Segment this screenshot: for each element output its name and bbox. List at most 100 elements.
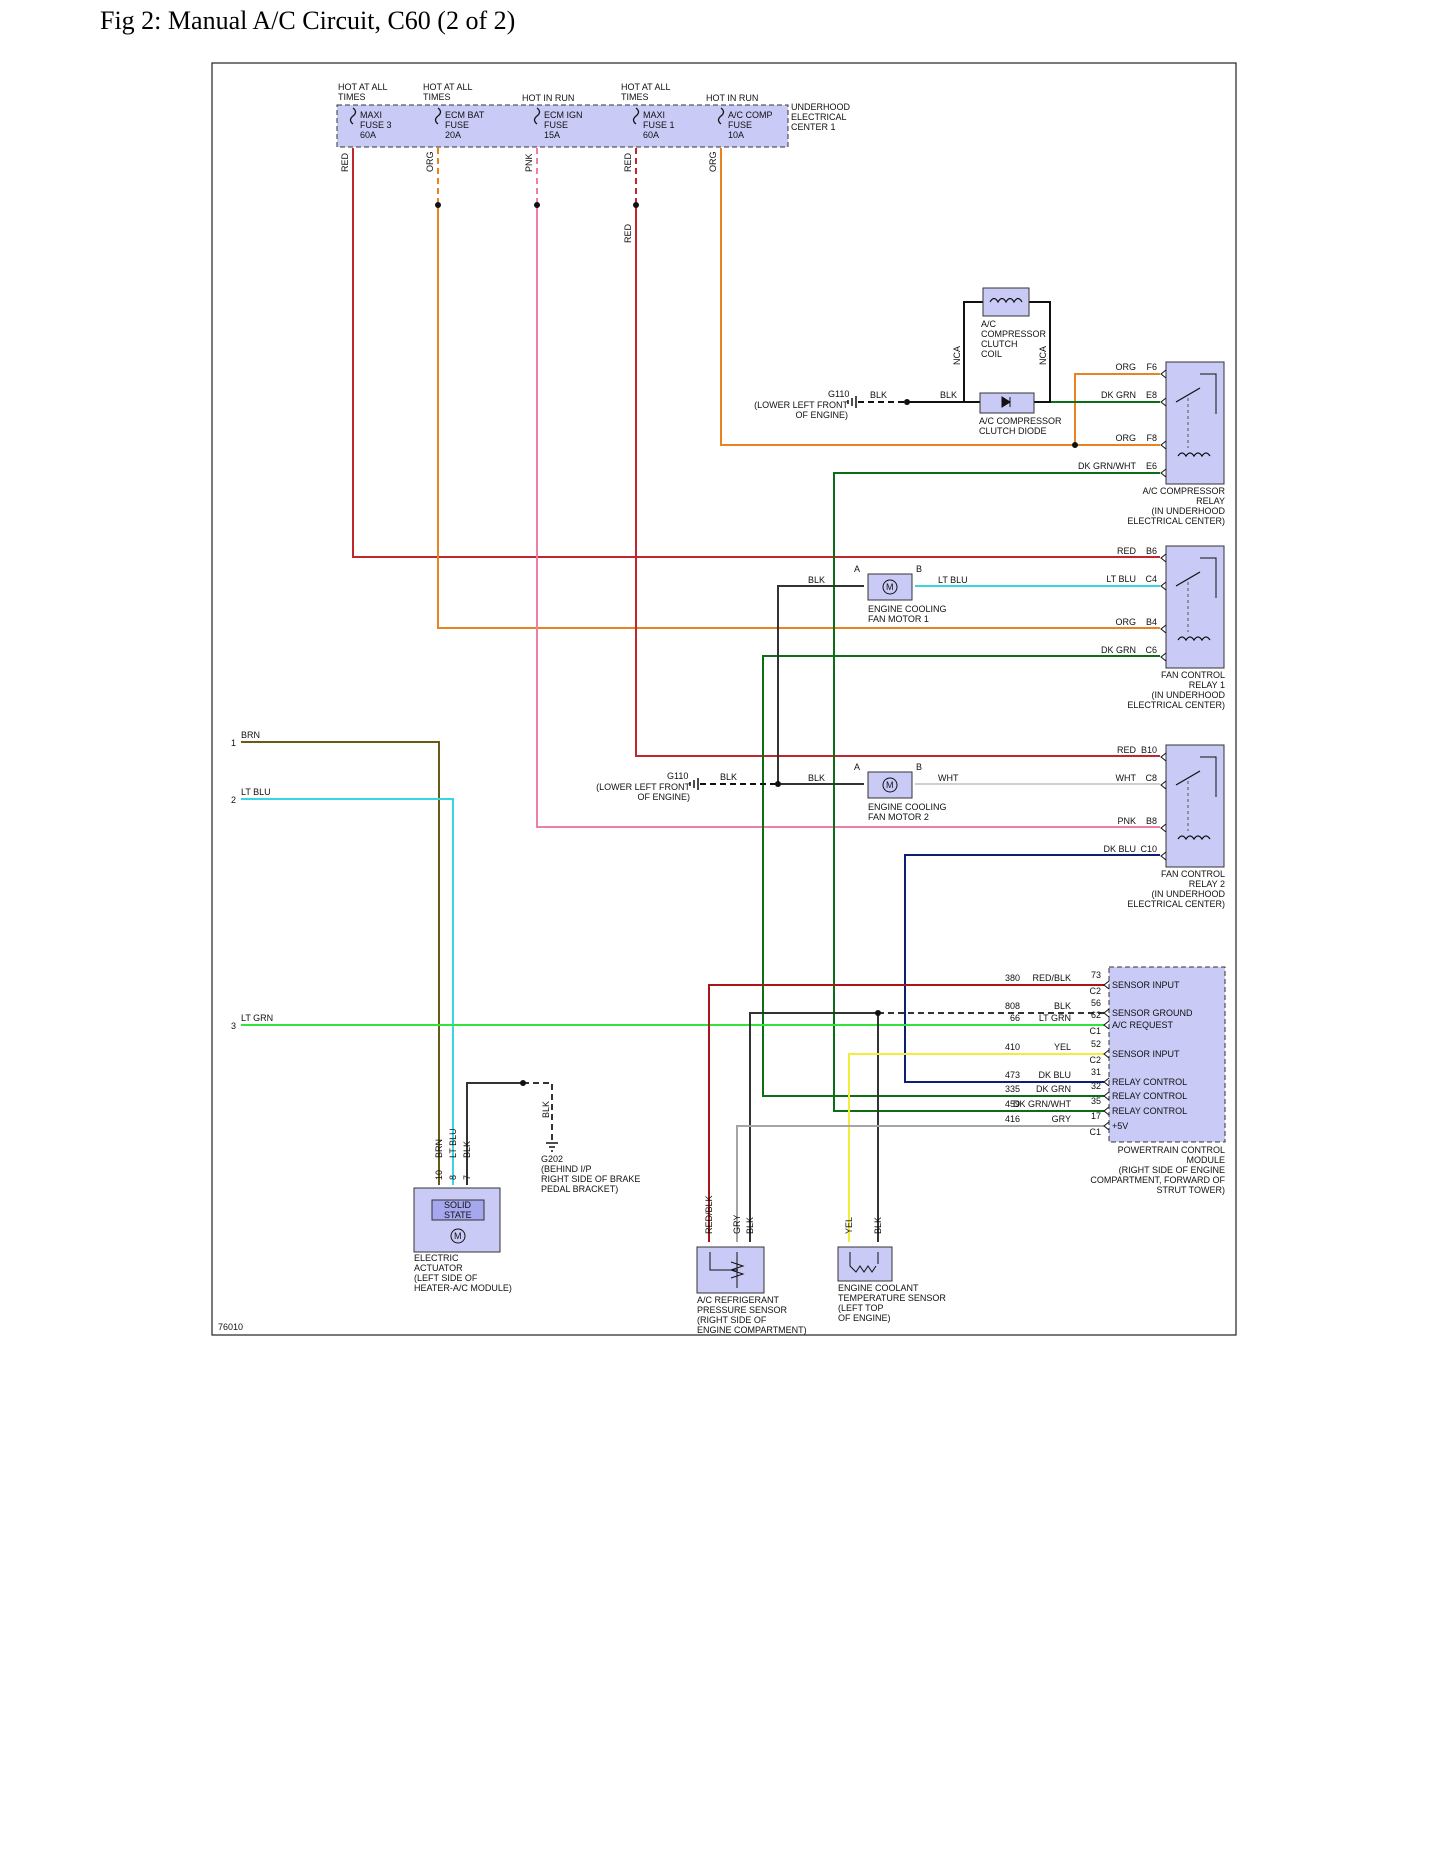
actuator-pin-3: 7 (462, 1175, 472, 1180)
fuse-wire-label-3: PNK (524, 153, 534, 172)
relay-coil-2 (1177, 636, 1211, 642)
clutch-coil-label-line-3: CLUTCH (981, 339, 1018, 349)
pressure-sensor-name-line-4: ENGINE COMPARTMENT) (697, 1325, 807, 1335)
figure-title: Fig 2: Manual A/C Circuit, C60 (2 of 2) (100, 6, 516, 35)
actuator-solid-state-line-1: SOLID (444, 1200, 472, 1210)
relay-name-2-line-4: ELECTRICAL CENTER) (1127, 700, 1225, 710)
pcm-name-line-4: COMPARTMENT, FORWARD OF (1090, 1175, 1225, 1185)
pcm-conn-3: C1 (1089, 1026, 1101, 1036)
actuator-name-line-1: ELECTRIC (414, 1253, 459, 1263)
actuator-wire-2: LT BLU (448, 1128, 458, 1158)
left-input-wire-2: LT BLU (241, 787, 271, 797)
fuse-symbol-3 (533, 107, 541, 125)
pcm-func-2: SENSOR GROUND (1112, 1008, 1193, 1018)
pcm-color-1: RED/BLK (1032, 973, 1071, 983)
pressure-sensor-name-line-3: (RIGHT SIDE OF (697, 1315, 767, 1325)
relay3-connector-4 (1160, 851, 1167, 861)
g110b-location-line-1: (LOWER LEFT FRONT (596, 782, 690, 792)
relay-switch-2 (1175, 571, 1201, 587)
splice-dot-3 (633, 202, 639, 208)
fuse-power-label-2-line-2: TIMES (423, 92, 451, 102)
left-input-num-1: 1 (231, 738, 236, 748)
splice-dot-1 (435, 202, 441, 208)
g202-label-line-1: G202 (541, 1154, 563, 1164)
left-input-wire-1: BRN (241, 730, 260, 740)
actuator-name-line-3: (LEFT SIDE OF (414, 1273, 478, 1283)
relay-name-1-line-2: RELAY (1196, 496, 1225, 506)
fuse-power-label-1-line-2: TIMES (338, 92, 366, 102)
pcm-connector-3 (1103, 1020, 1110, 1030)
clutch-coil-icon (989, 297, 1023, 304)
fuse-name-1-line-1: MAXI (360, 110, 382, 120)
fan-motor-box-1 (867, 573, 913, 601)
fuse-name-2-line-1: ECM BAT (445, 110, 485, 120)
coolant-sensor-wire-1: YEL (844, 1217, 854, 1234)
pcm-name-line-3: (RIGHT SIDE OF ENGINE (1119, 1165, 1225, 1175)
actuator-pin-1: 10 (434, 1170, 444, 1180)
g110-location-line-2: OF ENGINE) (795, 410, 848, 420)
fan-motor-icon-2 (882, 777, 898, 793)
g110b-location-line-2: OF ENGINE) (637, 792, 690, 802)
pressure-sensor-wire-3: BLK (745, 1217, 755, 1234)
components-layer (336, 104, 1226, 1294)
pcm-pin-7: 35 (1091, 1096, 1101, 1106)
pcm-pin-3: 62 (1091, 1010, 1101, 1020)
pcm-connector-8 (1103, 1121, 1110, 1131)
left-input-num-2: 2 (231, 795, 236, 805)
diode-icon (1001, 396, 1011, 408)
relay3-pin-3: B8 (1146, 816, 1157, 826)
left-input-num-3: 3 (231, 1021, 236, 1031)
wire-redblk-pcm-sensor (708, 984, 1104, 1242)
pcm-func-1: SENSOR INPUT (1112, 980, 1180, 990)
fan-motor-wire-b-1: LT BLU (938, 575, 968, 585)
fan-motor-icon-1 (882, 579, 898, 595)
fan-motor-pin-a-2: A (854, 762, 860, 772)
clutch-ground-splice (904, 399, 910, 405)
relay2-connector-2 (1160, 581, 1167, 591)
pressure-sensor-icon (709, 1252, 745, 1288)
figure-id: 76010 (218, 1322, 243, 1332)
pcm-func-7: RELAY CONTROL (1112, 1106, 1187, 1116)
fuse-power-label-5-line-1: HOT IN RUN (706, 93, 758, 103)
fuse-name-4-line-3: 60A (643, 130, 659, 140)
relay2-pin-1: B6 (1146, 546, 1157, 556)
pressure-sensor-wire-1: RED/BLK (704, 1195, 714, 1234)
pcm-circuit-8: 416 (1005, 1114, 1020, 1124)
wire-org-ecmbat-relay1 (437, 205, 1160, 629)
pcm-circuit-2: 808 (1005, 1001, 1020, 1011)
pcm-conn-4: C2 (1089, 1055, 1101, 1065)
fuse-name-1-line-2: FUSE 3 (360, 120, 392, 130)
relay2-wire-3: ORG (1115, 617, 1136, 627)
pressure-sensor-name-line-2: PRESSURE SENSOR (697, 1305, 788, 1315)
fuse-symbol-2 (434, 107, 442, 125)
actuator-pin-2: 8 (448, 1175, 458, 1180)
pcm-func-3: A/C REQUEST (1112, 1020, 1174, 1030)
coolant-sensor-icon (849, 1252, 879, 1273)
relay3-connector-3 (1160, 823, 1167, 833)
wire-dkgrnwht-relay0-pcm (833, 472, 1160, 1112)
relay1-connector-4 (1160, 468, 1167, 478)
wire-dkgrn-relay1-pcm (762, 655, 1160, 1097)
relay2-pin-2: C4 (1145, 574, 1157, 584)
relay3-pin-1: B10 (1141, 745, 1157, 755)
relay-contact-1 (1200, 373, 1217, 414)
pressure-sensor-wire-2: GRY (732, 1215, 742, 1234)
relay3-pin-2: C8 (1145, 773, 1157, 783)
pcm-connector-2 (1103, 1008, 1110, 1018)
pcm-pin-1: 73 (1091, 970, 1101, 980)
diagram-frame (211, 62, 1237, 1336)
pcm-conn-8: C1 (1089, 1127, 1101, 1137)
clutch-coil-label-line-2: COMPRESSOR (981, 329, 1047, 339)
wire-clutch-left (963, 301, 983, 403)
fuse-name-4-line-1: MAXI (643, 110, 665, 120)
pcm-connector-1 (1103, 980, 1110, 990)
relay-name-1-line-4: ELECTRICAL CENTER) (1127, 516, 1225, 526)
coolant-sensor-name-line-3: (LEFT TOP (838, 1303, 884, 1313)
fan-motor-name-2-line-1: ENGINE COOLING (868, 802, 947, 812)
relay3-wire-3: PNK (1117, 816, 1136, 826)
relay1-wire-1: ORG (1115, 362, 1136, 372)
pcm-circuit-1: 380 (1005, 973, 1020, 983)
fuse-name-3-line-2: FUSE (544, 120, 568, 130)
pcm-pin-5: 31 (1091, 1067, 1101, 1077)
